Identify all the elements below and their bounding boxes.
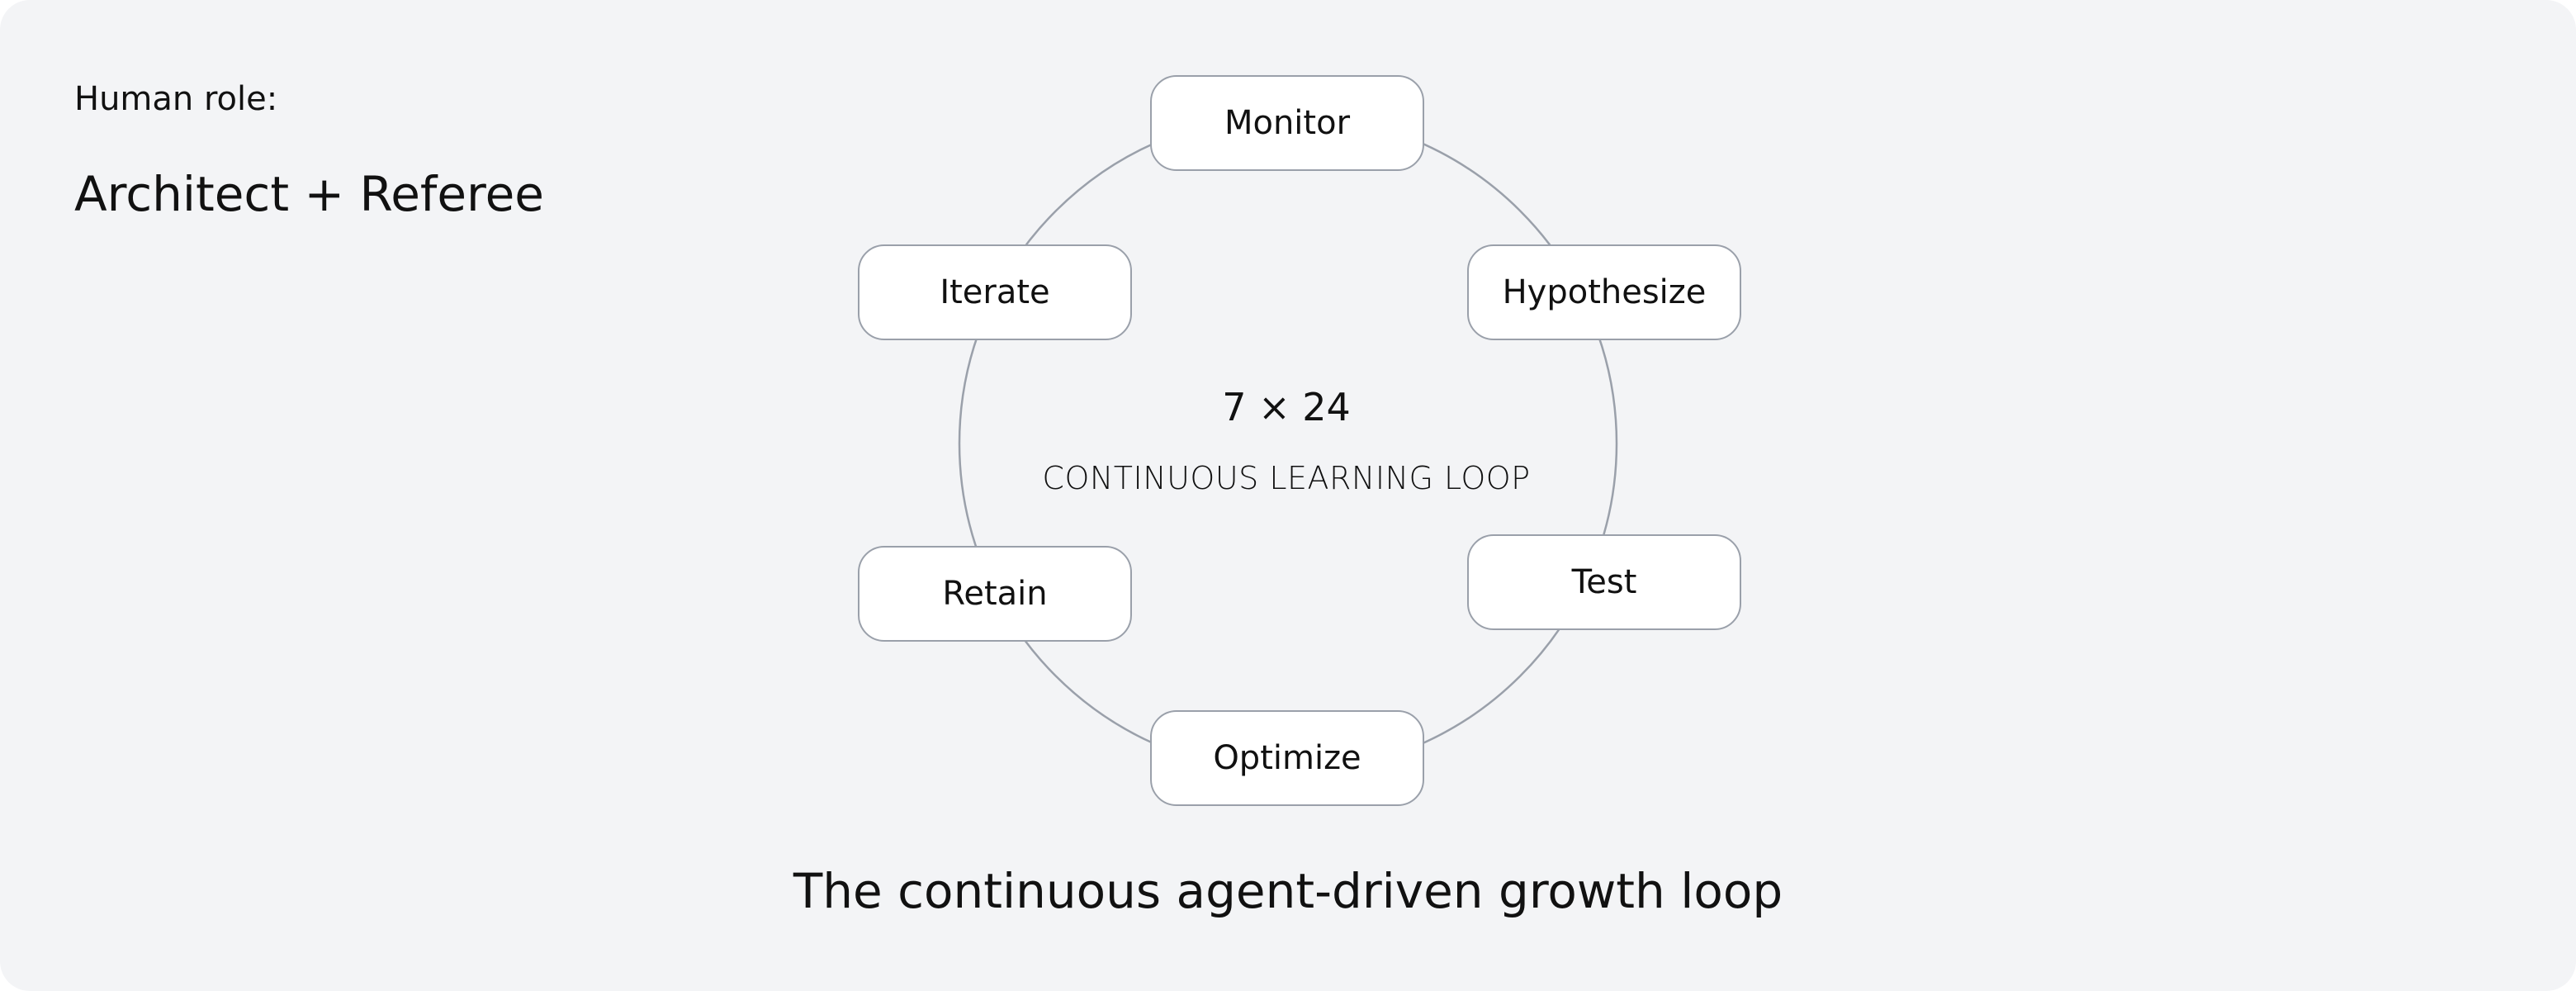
stage-iterate: Iterate — [858, 244, 1132, 340]
stage-hypothesize: Hypothesize — [1467, 244, 1741, 340]
human-role-label: Human role: — [74, 80, 278, 118]
stage-test: Test — [1467, 534, 1741, 630]
stage-iterate-label: Iterate — [940, 273, 1050, 311]
loop-center-caption: CONTINUOUS LEARNING LOOP — [1042, 460, 1531, 496]
stage-optimize-label: Optimize — [1213, 739, 1361, 777]
stage-optimize: Optimize — [1150, 710, 1424, 806]
stage-hypothesize-label: Hypothesize — [1502, 273, 1707, 311]
stage-monitor: Monitor — [1150, 75, 1424, 171]
stage-retain-label: Retain — [942, 575, 1048, 613]
loop-circle — [958, 113, 1618, 774]
stage-retain: Retain — [858, 546, 1132, 642]
human-role-value: Architect + Referee — [74, 166, 544, 222]
diagram-caption: The continuous agent-driven growth loop — [793, 863, 1783, 919]
stage-test-label: Test — [1571, 563, 1637, 601]
stage-monitor-label: Monitor — [1224, 104, 1351, 142]
loop-center-count: 7 × 24 — [1222, 385, 1351, 429]
